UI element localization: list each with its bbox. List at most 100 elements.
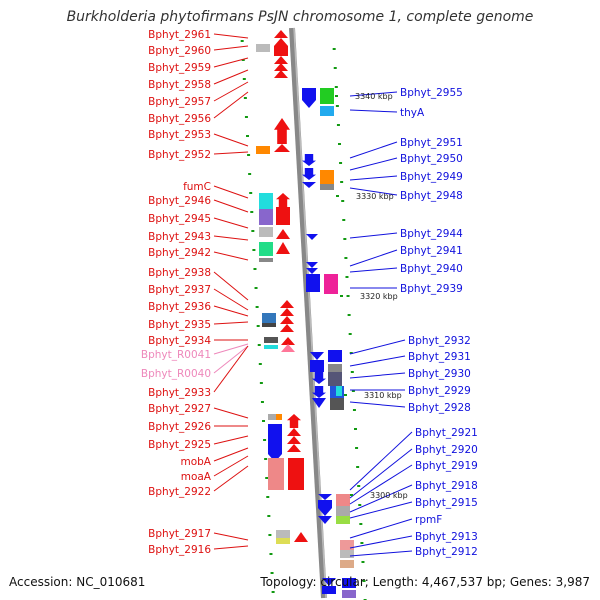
gene-label-right[interactable]: Bphyt_2913 [415,531,478,543]
gene-label-right[interactable]: Bphyt_2931 [408,351,471,363]
gene-label-left[interactable]: Bphyt_2927 [148,403,211,415]
scale-tick [258,363,262,365]
gene-label-right[interactable]: Bphyt_2920 [415,444,478,456]
scale-tick [244,116,248,118]
gene-label-left[interactable]: Bphyt_2958 [148,79,211,91]
scale-tick [242,78,246,80]
gene-label-left[interactable]: Bphyt_2943 [148,231,211,243]
gene-labels[interactable]: Bphyt_2961Bphyt_2960Bphyt_2959Bphyt_2958… [141,29,478,558]
label-connector [349,535,413,549]
gene-label-left[interactable]: mobA [180,456,211,468]
gene-label-left[interactable]: Bphyt_2917 [148,528,211,540]
gene-label-left[interactable]: Bphyt_2933 [148,387,211,399]
kbp-marker: 3320 kbp [360,292,398,301]
scale-tick [257,344,261,346]
reverse-gene-arrow [306,262,318,268]
gene-label-left[interactable]: Bphyt_2934 [148,335,211,347]
scale-tick [334,86,338,88]
misc-feature [336,506,350,516]
gene-label-left[interactable]: fumC [183,181,211,193]
gene-label-right[interactable]: Bphyt_2951 [400,137,463,149]
gene-label-right[interactable]: Bphyt_2928 [408,402,471,414]
reverse-gene-arrow [306,268,318,274]
gene-label-left[interactable]: Bphyt_2956 [148,113,211,125]
scale-tick [343,238,347,240]
label-connector [213,288,249,311]
scale-tick [253,268,257,270]
gene-label-right[interactable]: Bphyt_2950 [400,153,463,165]
label-connector [349,501,413,519]
gene-label-left[interactable]: Bphyt_R0040 [141,368,211,380]
scale-tick [268,534,272,536]
gene-label-left[interactable]: Bphyt_2960 [148,45,211,57]
gene-label-right[interactable]: Bphyt_2948 [400,190,463,202]
label-connector [213,185,249,199]
forward-gene-arrow [280,308,294,316]
kbp-tick [340,295,343,297]
reverse-gene-arrow [302,154,316,166]
reverse-gene-arrow [302,168,316,180]
gene-label-right[interactable]: thyA [400,107,425,119]
gene-label-left[interactable]: Bphyt_2935 [148,319,211,331]
gene-label-right[interactable]: Bphyt_2912 [415,546,478,558]
gene-label-left[interactable]: Bphyt_2925 [148,439,211,451]
scale-tick [344,257,348,259]
scale-tick [249,192,253,194]
scale-tick [360,542,364,544]
label-connector [349,518,413,539]
scale-tick [359,523,363,525]
scale-tick [349,352,353,354]
gene-label-right[interactable]: Bphyt_2918 [415,480,478,492]
gene-label-right[interactable]: Bphyt_2930 [408,368,471,380]
gene-label-right[interactable]: Bphyt_2939 [400,283,463,295]
gene-label-right[interactable]: Bphyt_2932 [408,335,471,347]
gene-label-right[interactable]: Bphyt_2921 [415,427,478,439]
gene-label-left[interactable]: Bphyt_2952 [148,149,211,161]
gene-label-left[interactable]: Bphyt_2945 [148,213,211,225]
misc-feature [328,364,342,372]
kbp-tick [350,494,353,496]
scale-tick [335,105,339,107]
label-connector [213,199,249,213]
label-connector [349,372,406,379]
gene-label-left[interactable]: Bphyt_2953 [148,129,211,141]
scale-tick [332,48,336,50]
scale-tick [252,249,256,251]
gene-label-left[interactable]: Bphyt_2936 [148,301,211,313]
gene-label-left[interactable]: Bphyt_2922 [148,486,211,498]
gene-label-left[interactable]: Bphyt_2942 [148,247,211,259]
forward-gene-arrow [274,38,288,46]
gene-label-left[interactable]: Bphyt_2926 [148,421,211,433]
gene-label-right[interactable]: Bphyt_2919 [415,460,478,472]
scale-tick [254,287,258,289]
gene-label-left[interactable]: Bphyt_2961 [148,29,211,41]
gene-label-right[interactable]: Bphyt_2949 [400,171,463,183]
label-connector [213,343,249,355]
misc-feature [336,516,350,524]
scale-tick [270,572,274,574]
gene-label-right[interactable]: Bphyt_2955 [400,87,463,99]
gene-label-left[interactable]: moaA [181,471,212,483]
gene-block [276,207,290,225]
gene-label-right[interactable]: Bphyt_2944 [400,228,463,240]
gene-label-left[interactable]: Bphyt_2937 [148,284,211,296]
gene-label-left[interactable]: Bphyt_R0041 [141,349,211,361]
gene-label-right[interactable]: Bphyt_2941 [400,245,463,257]
forward-gene-arrow [280,316,294,324]
gene-label-left[interactable]: Bphyt_2916 [148,544,211,556]
gene-label-left[interactable]: Bphyt_2957 [148,96,211,108]
gene-label-right[interactable]: Bphyt_2915 [415,497,478,509]
label-connector [349,355,406,367]
gene-label-left[interactable]: Bphyt_2946 [148,195,211,207]
gene-label-left[interactable]: Bphyt_2959 [148,62,211,74]
label-connectors [213,33,413,557]
gene-label-right[interactable]: Bphyt_2940 [400,263,463,275]
forward-gene-arrow [287,436,301,444]
forward-gene-arrow [276,229,290,239]
gene-label-right[interactable]: rpmF [415,514,442,526]
gene-label-right[interactable]: Bphyt_2929 [408,385,471,397]
misc-feature [320,184,334,190]
gene-label-left[interactable]: Bphyt_2938 [148,267,211,279]
scale-tick [336,124,340,126]
